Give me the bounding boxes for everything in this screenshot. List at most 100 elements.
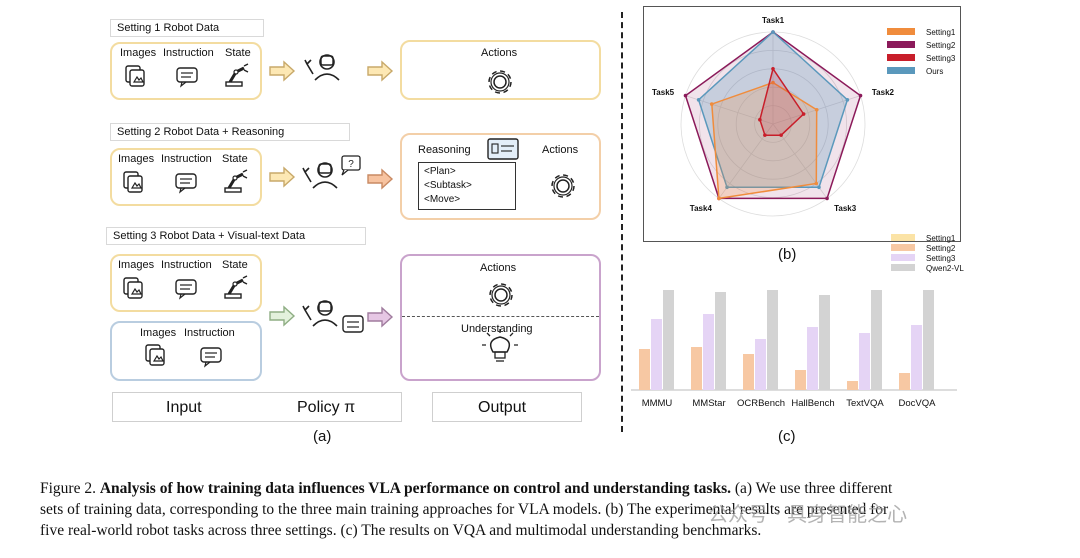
output-footer [432,392,582,422]
legend-label: Ours [926,67,943,76]
image-icon [123,277,143,299]
panel-a-label: (a) [313,428,332,445]
bar-qwen2-vl [871,290,882,390]
radar-point [709,102,714,106]
image-icon [125,65,145,87]
actions-label: Actions [481,47,518,59]
radar-point [725,185,729,190]
caption-line-2: sets of training data, corresponding to … [40,501,889,518]
figure-caption: Figure 2. Analysis of how training data … [40,478,1050,541]
radar-chart: Task1Task2Task3Task4Task5Setting1Setting… [652,16,956,217]
setting2-input-box [110,148,262,206]
caption-prefix: Figure 2. [40,480,100,497]
bar-category-label: MMStar [692,398,725,409]
panel-divider [621,12,623,432]
panel-c-label: (c) [778,428,796,445]
radar-point [814,107,819,112]
input-policy-footer [112,392,402,422]
radar-point [696,98,701,102]
policy-icon [302,300,338,327]
bar-setting3 [703,314,714,390]
bar-qwen2-vl [663,290,674,390]
arrow-icon [269,61,295,81]
bar-qwen2-vl [819,295,830,390]
legend-swatch [887,28,915,35]
setting3-visual-text-input-box [110,321,262,381]
arrow-icon [367,307,393,327]
caption-bold: Analysis of how training data influences… [99,480,731,497]
radar-point [779,133,783,137]
question-bubble-icon: ? [341,155,361,176]
bar-qwen2-vl [923,290,934,390]
bar-category-label: MMMU [642,398,673,409]
bar-setting2 [691,347,702,390]
robot-arm-icon [224,62,250,88]
subtask-token: <Subtask> [424,180,472,191]
radar-point [717,196,721,201]
watermark: 公众号 · 具身智能之心 [708,502,908,526]
bar-setting2 [795,370,806,390]
radar-point [817,185,821,190]
bar-category-label: HallBench [791,398,834,409]
svg-text:?: ? [348,159,354,170]
message-icon [200,347,222,367]
gear-icon [488,70,512,94]
arrow-icon [269,167,295,187]
arrow-icon [367,169,393,189]
bar-setting3 [911,325,922,390]
legend-swatch [887,54,915,61]
legend-label: Setting1 [926,234,956,243]
legend-label: Setting2 [926,41,956,50]
output-label: Output [478,399,527,416]
radar-point [801,112,806,116]
radar-point [825,196,829,201]
setting2-title: Setting 2 Robot Data + Reasoning [110,123,350,141]
image-icon [145,344,165,366]
panel-a-icons: ? [123,54,575,367]
legend-label: Setting3 [926,54,956,63]
legend-swatch [891,234,915,241]
legend-swatch [891,264,915,271]
legend-swatch [887,41,915,48]
bar-setting2 [743,354,754,390]
move-token: <Move> [424,194,461,205]
robot-arm-icon [223,274,249,300]
radar-point [771,80,775,85]
actions-label: Actions [542,144,579,156]
bar-setting3 [755,339,766,390]
panel-b-label: (b) [778,246,797,263]
legend-label: Qwen2-VL [926,264,964,273]
images-label: Images [118,259,155,271]
reasoning-label: Reasoning [418,144,471,156]
state-label: State [222,153,248,165]
bar-setting2 [639,349,650,390]
radar-axis-label: Task1 [762,16,785,25]
setting3-title: Setting 3 Robot Data + Visual-text Data [106,227,366,245]
image-icon [123,171,143,193]
lightbulb-icon [482,329,518,362]
input-label: Input [166,399,202,416]
message-icon [175,173,197,193]
actions-label: Actions [480,262,517,274]
setting1-input-box [110,42,262,100]
radar-point [758,117,762,122]
output-divider [402,316,599,317]
bar-category-label: OCRBench [737,398,785,409]
arrow-icon [367,61,393,81]
robot-arm-icon [223,168,249,194]
chat-box-icon [342,315,364,333]
state-label: State [222,259,248,271]
images-label: Images [140,327,177,339]
plan-token: <Plan> [424,166,456,177]
instruction-label: Instruction [161,259,212,271]
bar-setting3 [651,319,662,390]
radar-axis-label: Task4 [690,204,713,213]
policy-label: Policy π [297,399,356,416]
radar-axis-label: Task2 [872,88,895,97]
radar-series-ours [697,30,849,189]
setting1-title: Setting 1 Robot Data [110,19,264,37]
bar-setting2 [847,381,858,390]
radar-axis-label: Task3 [834,204,857,213]
legend-label: Setting1 [926,28,956,37]
